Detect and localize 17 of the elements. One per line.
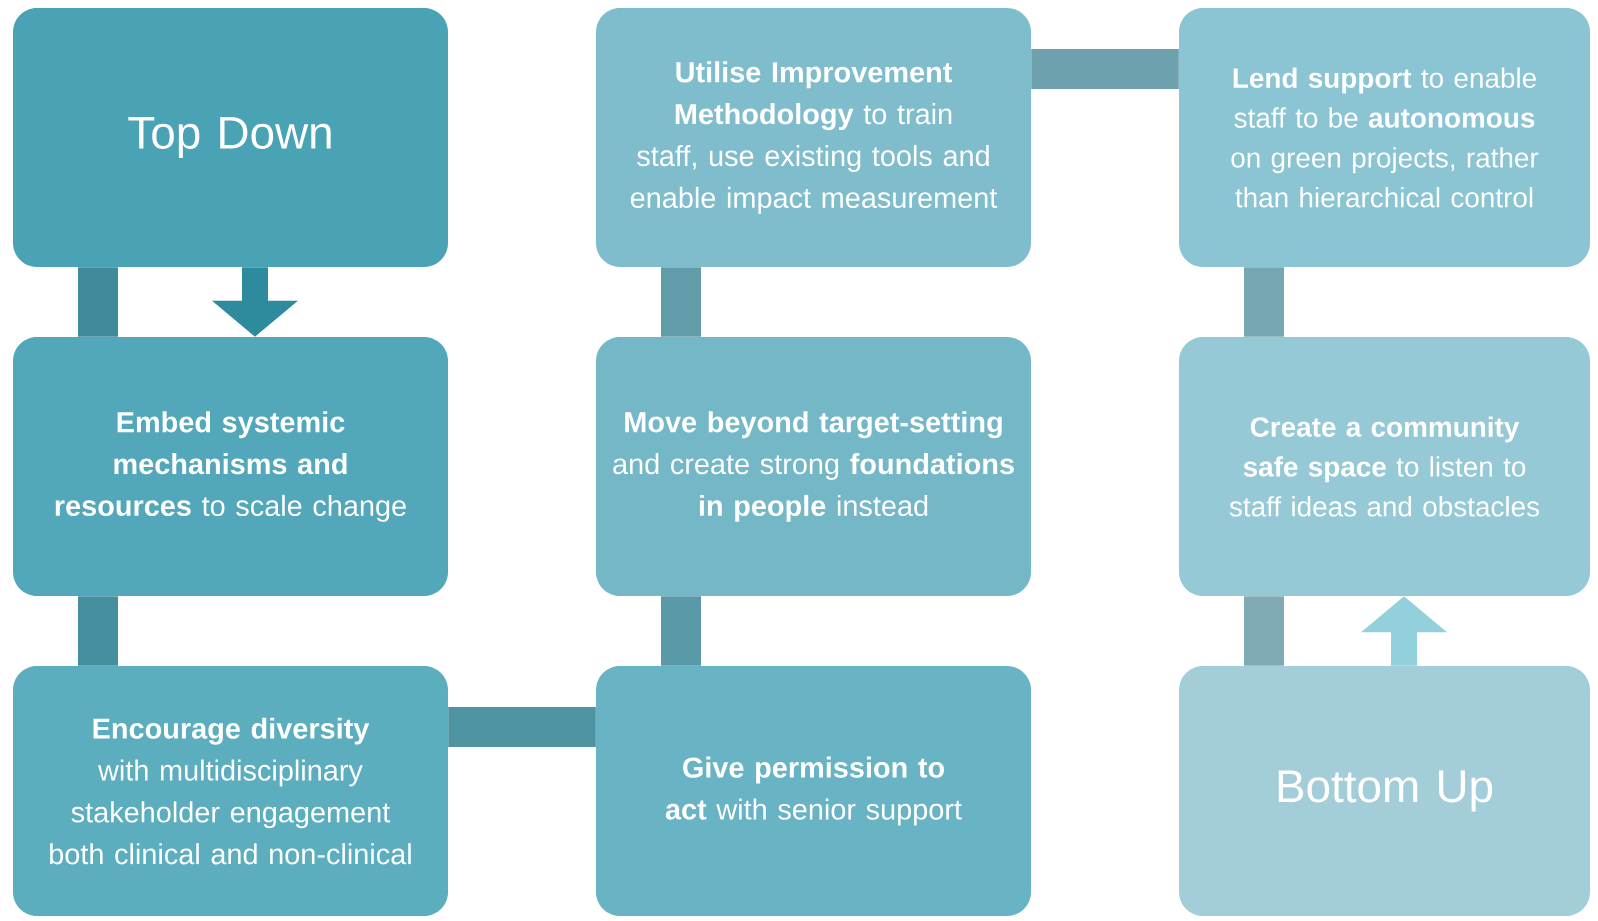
process-box: Bottom Up	[1179, 666, 1590, 916]
process-box: Create a community safe space to listen to staff ideas and obstacles	[1179, 337, 1590, 596]
process-box: Lend support to enable staff to be autonomous on green projects, rather than hierarchical control	[1179, 8, 1590, 267]
connector-bar	[448, 707, 596, 747]
process-box: Top Down	[13, 8, 448, 267]
process-box: Move beyond target-setting and create strong foundations in people instead	[596, 337, 1031, 596]
process-box: Give permission to act with senior support	[596, 666, 1031, 916]
connector-bar	[78, 267, 118, 337]
connector-bar	[661, 596, 701, 666]
connector-bar	[1244, 596, 1284, 666]
process-box: Embed systemic mechanisms and resources to scale change	[13, 337, 448, 596]
process-box: Encourage diversity with multidisciplinary stakeholder engagement both clinical and non-clinical	[13, 666, 448, 916]
connector-bar	[78, 596, 118, 666]
connector-bar	[1244, 267, 1284, 337]
connector-bar	[1031, 49, 1179, 89]
process-box: Utilise Improvement Methodology to train staff, use existing tools and enable impact measurement	[596, 8, 1031, 267]
connector-bar	[661, 267, 701, 337]
